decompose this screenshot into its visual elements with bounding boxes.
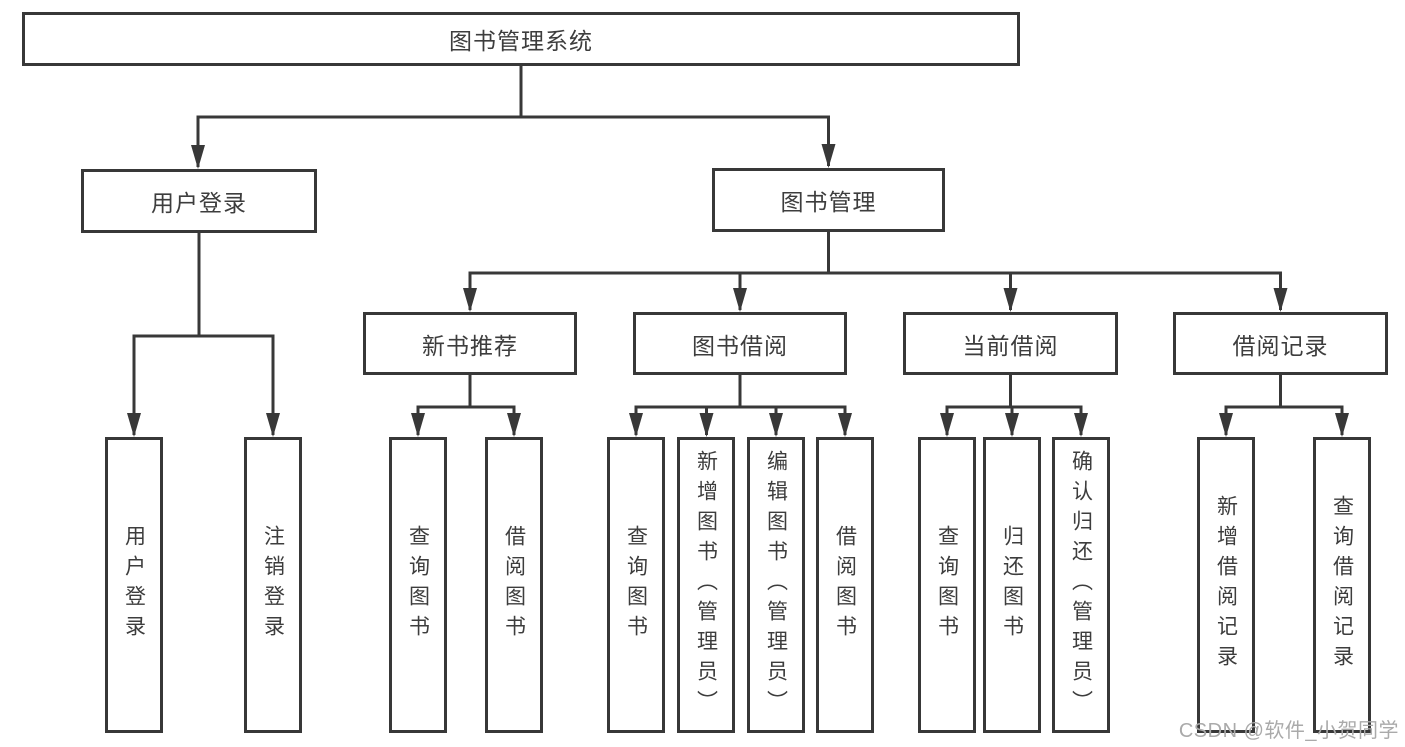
leaf-confirm-return-admin: 确认归还（管理员） — [1052, 437, 1110, 733]
node-library-management-system: 图书管理系统 — [22, 12, 1020, 66]
leaf-add-books-admin: 新增图书（管理员） — [677, 437, 735, 733]
node-new-book-recommendation: 新书推荐 — [363, 312, 577, 375]
leaf-logout: 注销登录 — [244, 437, 302, 733]
csdn-watermark: CSDN @软件_小贺同学 — [1178, 720, 1399, 742]
leaf-query-books-current: 查询图书 — [918, 437, 976, 733]
leaf-user-login: 用户登录 — [105, 437, 163, 733]
node-user-login: 用户登录 — [81, 169, 317, 233]
leaf-query-borrow-record: 查询借阅记录 — [1313, 437, 1371, 733]
node-book-borrowing: 图书借阅 — [633, 312, 847, 375]
leaf-borrow-books: 借阅图书 — [816, 437, 874, 733]
leaf-edit-books-admin: 编辑图书（管理员） — [747, 437, 805, 733]
node-current-borrowing: 当前借阅 — [903, 312, 1118, 375]
leaf-borrow-books-recommend: 借阅图书 — [485, 437, 543, 733]
leaf-query-books-borrow: 查询图书 — [607, 437, 665, 733]
leaf-query-books-recommend: 查询图书 — [389, 437, 447, 733]
leaf-add-borrow-record: 新增借阅记录 — [1197, 437, 1255, 733]
leaf-return-books: 归还图书 — [983, 437, 1041, 733]
node-book-management: 图书管理 — [712, 168, 945, 232]
node-borrowing-records: 借阅记录 — [1173, 312, 1388, 375]
